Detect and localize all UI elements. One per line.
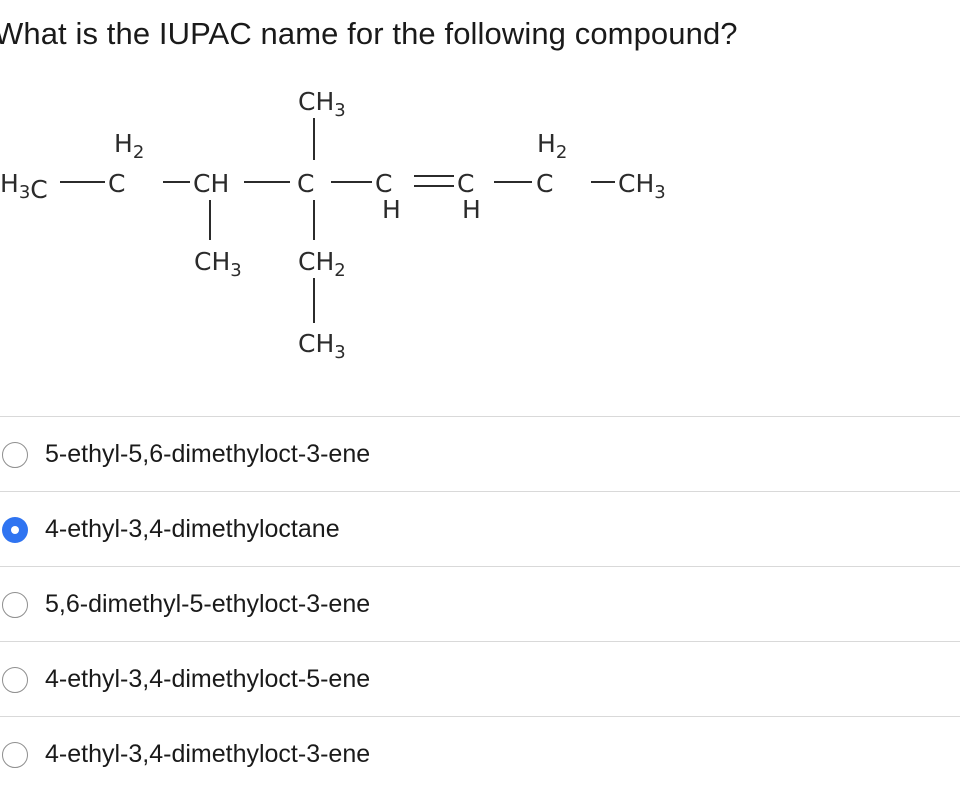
radio-button-unselected[interactable]: [2, 742, 28, 768]
radio-button-unselected[interactable]: [2, 667, 28, 693]
question-text: What is the IUPAC name for the following…: [0, 16, 738, 51]
formula-ch2-branch: CH2: [298, 247, 346, 281]
formula-c-quaternary: C: [297, 169, 314, 198]
answer-label: 5,6-dimethyl-5-ethyloct-3-ene: [45, 590, 371, 618]
formula-c-alkene-2: C: [457, 169, 474, 198]
radio-button-unselected[interactable]: [2, 592, 28, 618]
answer-label: 4-ethyl-3,4-dimethyloct-3-ene: [45, 740, 371, 768]
answer-options: 5-ethyl-5,6-dimethyloct-3-ene 4-ethyl-3,…: [0, 416, 960, 791]
formula-h2-left: H2: [114, 129, 144, 163]
formula-ch3-bottom: CH3: [298, 329, 346, 363]
formula-h-alkene-1: H: [382, 195, 401, 224]
answer-option-1[interactable]: 5-ethyl-5,6-dimethyloct-3-ene: [0, 416, 960, 491]
answer-label: 5-ethyl-5,6-dimethyloct-3-ene: [45, 440, 371, 468]
answer-label: 4-ethyl-3,4-dimethyloct-5-ene: [45, 665, 371, 693]
radio-button-selected[interactable]: [2, 517, 28, 543]
answer-option-3[interactable]: 5,6-dimethyl-5-ethyloct-3-ene: [0, 566, 960, 641]
formula-top-ch3: CH3: [298, 87, 346, 121]
structural-formula: CH3 H2 H2 H3C C CH C C C C CH3 H H CH3 C…: [0, 80, 700, 380]
formula-c-left: C: [108, 169, 125, 198]
formula-ch: CH: [193, 169, 229, 198]
answer-option-4[interactable]: 4-ethyl-3,4-dimethyloct-5-ene: [0, 641, 960, 716]
answer-option-2[interactable]: 4-ethyl-3,4-dimethyloctane: [0, 491, 960, 566]
formula-ch3-right: CH3: [618, 169, 666, 203]
formula-h3c-left: H3C: [0, 169, 48, 204]
answer-label: 4-ethyl-3,4-dimethyloctane: [45, 515, 340, 543]
formula-ch3-branch: CH3: [194, 247, 242, 281]
formula-c-alkene-1: C: [375, 169, 392, 198]
formula-h-alkene-2: H: [462, 195, 481, 224]
radio-button-unselected[interactable]: [2, 442, 28, 468]
answer-option-5[interactable]: 4-ethyl-3,4-dimethyloct-3-ene: [0, 716, 960, 791]
formula-c-right: C: [536, 169, 553, 198]
formula-h2-right: H2: [537, 129, 567, 163]
